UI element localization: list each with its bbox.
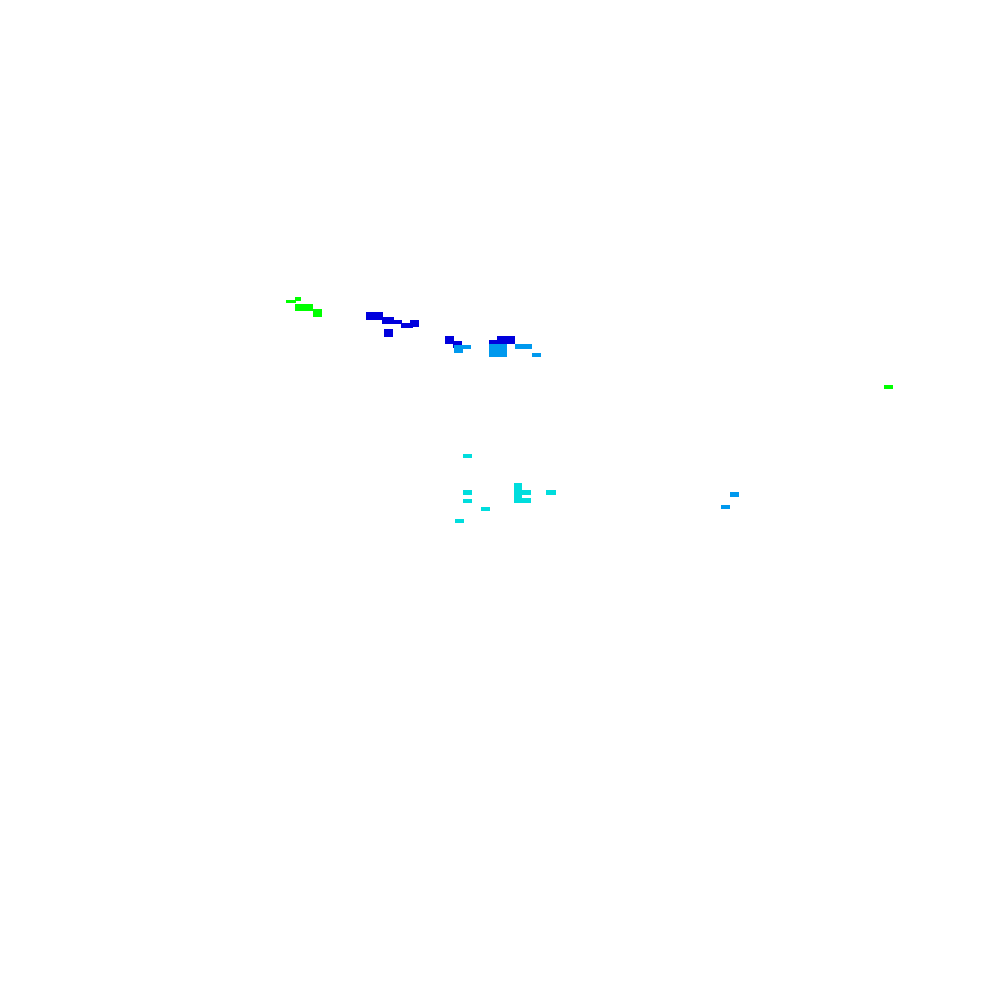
dark-blue-cluster-fragment (445, 336, 454, 344)
dark-blue-cluster-fragment (384, 329, 393, 337)
cyan-cluster-fragment (514, 498, 531, 503)
fragment-layer (286, 297, 893, 523)
medium-blue-cluster-fragment (454, 349, 463, 353)
medium-blue-cluster-fragment (454, 345, 471, 349)
medium-blue-cluster-fragment (489, 344, 507, 357)
green-cluster-fragment (295, 297, 301, 301)
dark-blue-cluster-fragment (401, 323, 413, 328)
cyan-cluster-fragment (481, 507, 490, 511)
dark-blue-cluster-fragment (410, 320, 419, 327)
dark-blue-cluster-fragment (489, 340, 501, 345)
medium-blue-cluster-fragment (730, 492, 739, 497)
green-cluster-fragment (313, 309, 322, 317)
cyan-cluster-fragment (455, 519, 464, 523)
medium-blue-cluster-fragment (532, 353, 541, 357)
dark-blue-cluster-fragment (453, 341, 462, 348)
green-cluster-fragment (286, 300, 296, 303)
green-cluster-fragment (884, 385, 893, 389)
dark-blue-cluster-fragment (390, 320, 402, 324)
cyan-cluster (455, 454, 556, 523)
cyan-cluster-fragment (463, 454, 472, 458)
dark-blue-cluster-fragment (497, 336, 515, 344)
medium-blue-cluster-fragment (721, 505, 730, 509)
dark-blue-cluster (366, 312, 515, 348)
cyan-cluster-fragment (514, 490, 531, 495)
dark-blue-cluster-fragment (382, 317, 394, 324)
green-cluster (286, 297, 893, 389)
medium-blue-cluster (454, 344, 739, 509)
cyan-cluster-fragment (546, 490, 556, 495)
dark-blue-cluster-fragment (366, 312, 383, 320)
cyan-cluster-fragment (463, 490, 472, 495)
medium-blue-cluster-fragment (515, 344, 532, 349)
cyan-cluster-fragment (463, 499, 472, 503)
green-cluster-fragment (295, 304, 313, 311)
